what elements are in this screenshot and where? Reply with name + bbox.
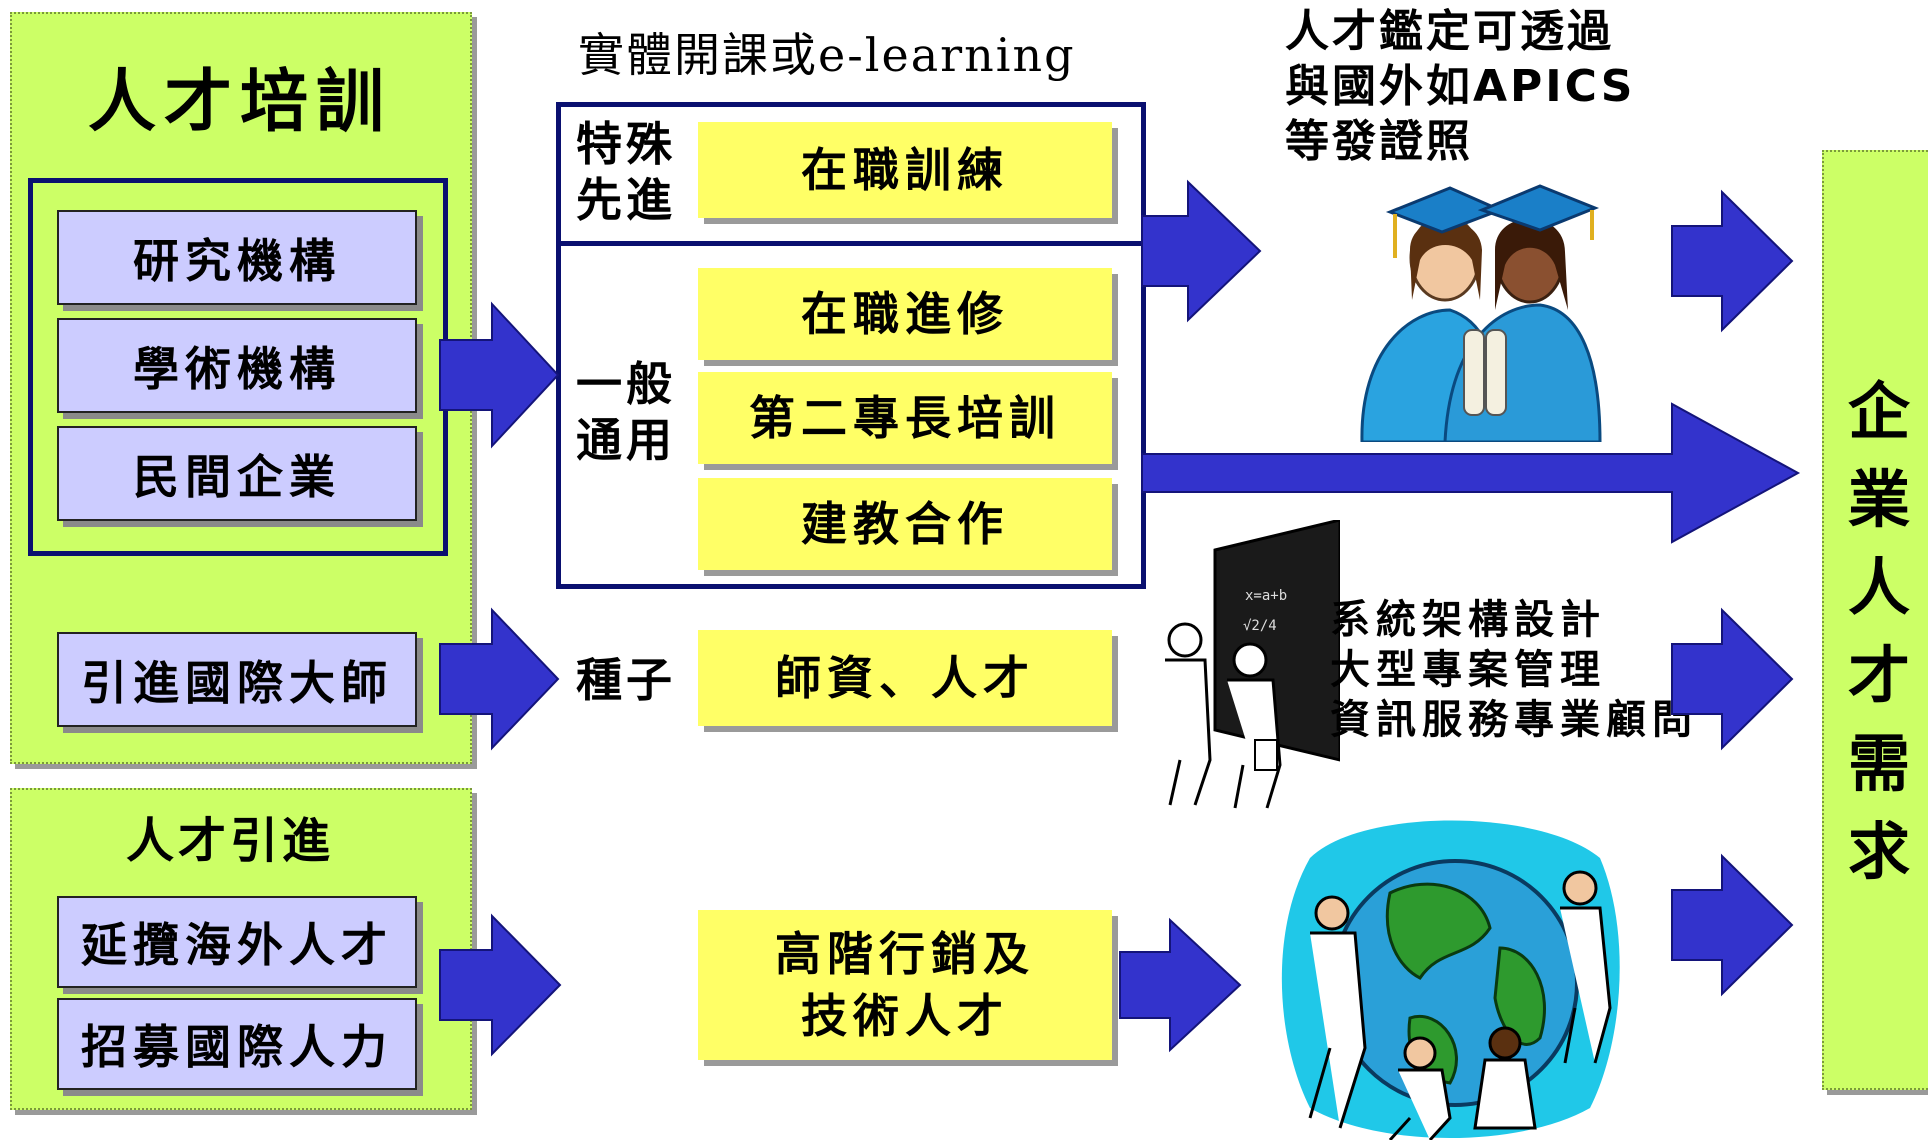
- skill-consulting: 資訊服務專業顧問: [1330, 697, 1698, 743]
- arrow-special-to-certification: [1141, 179, 1262, 323]
- skill-architecture: 系統架構設計: [1330, 597, 1606, 643]
- arrow-marketing-to-globe: [1119, 917, 1242, 1053]
- general-label: 一般 通用: [576, 357, 676, 468]
- special-label: 特殊 先進: [576, 117, 676, 228]
- demand-label: 企業人才需求: [1847, 375, 1910, 889]
- industry-cooperation: 建教合作: [698, 478, 1112, 570]
- certification-note: 人才鑑定可透過 與國外如APICS 等發證照: [1285, 6, 1636, 167]
- svg-text:√2/4: √2/4: [1243, 618, 1277, 634]
- second-skill-training: 第二專長培訓: [698, 372, 1112, 464]
- arrow-certification-to-demand: [1671, 189, 1794, 333]
- recruit-title: 人才引進: [125, 813, 334, 869]
- masters-box: 引進國際大師: [57, 632, 417, 727]
- training-title: 人才培訓: [87, 63, 392, 142]
- recruit-overseas: 延攬海外人才: [57, 896, 417, 988]
- arrow-recruit-to-marketing: [439, 913, 562, 1057]
- seed-label: 種子: [576, 653, 676, 707]
- teachers-talent: 師資、人才: [698, 630, 1112, 726]
- general-frame: [556, 241, 1146, 589]
- demand-panel: [1822, 150, 1928, 1090]
- globe-people-illustration: [1281, 820, 1620, 1140]
- institution-academic: 學術機構: [57, 318, 417, 413]
- delivery-heading: 實體開課或e-learning: [578, 28, 1076, 82]
- arrow-skills-to-demand: [1671, 607, 1794, 751]
- recruit-international: 招募國際人力: [57, 998, 417, 1090]
- arrow-general-to-demand: [1141, 402, 1801, 544]
- institution-research: 研究機構: [57, 210, 417, 305]
- arrow-masters-to-seed: [439, 607, 560, 751]
- on-job-study: 在職進修: [698, 268, 1112, 360]
- arrow-institutions-to-general: [439, 301, 560, 449]
- graduates-illustration: [1360, 184, 1602, 442]
- skill-project-management: 大型專案管理: [1330, 647, 1606, 693]
- arrow-globe-to-demand: [1671, 853, 1794, 997]
- marketing-tech-talent: 高階行銷及 技術人才: [698, 910, 1112, 1060]
- institution-private: 民間企業: [57, 426, 417, 521]
- chalkboard-illustration: x=a+b √2/4: [1165, 520, 1340, 809]
- on-job-training: 在職訓練: [698, 122, 1112, 218]
- svg-text:x=a+b: x=a+b: [1245, 588, 1287, 604]
